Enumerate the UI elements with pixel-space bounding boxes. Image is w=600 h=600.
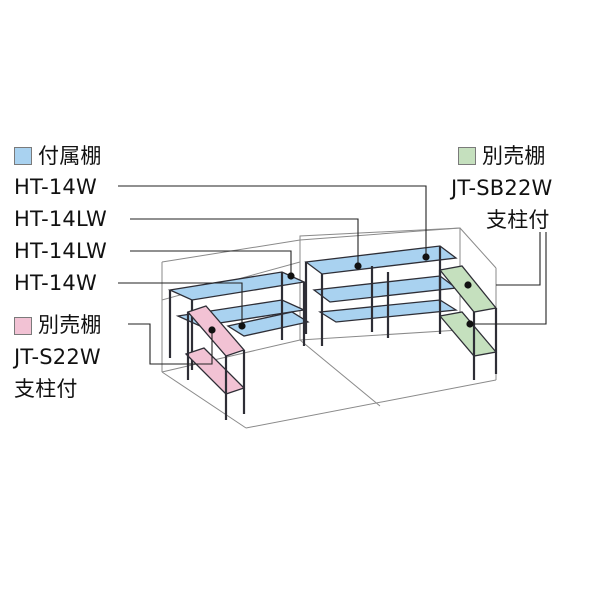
optional-right-color-swatch [458, 147, 476, 165]
leader-ht14lw-1 [130, 218, 359, 265]
shelf-board [226, 311, 310, 337]
leader-lines [118, 185, 547, 365]
optional-left-color-swatch [14, 317, 32, 335]
included-item-2: HT-14LW [14, 207, 107, 231]
left-wall-bottom [161, 371, 247, 429]
included-color-swatch [14, 147, 32, 165]
shelf-board [438, 311, 498, 357]
included-legend-title: 付属棚 [38, 144, 102, 168]
leader-right-optional [496, 232, 541, 286]
optional-right-model: JT-SB22W [451, 176, 553, 200]
leader-dots [208, 253, 474, 334]
optional-left-model: JT-S22W [14, 345, 101, 369]
floor-back-right [299, 329, 461, 341]
leader-ht14w-top [118, 185, 427, 255]
optional-shelf-unit-left [184, 305, 246, 420]
optional-right-title: 別売棚 [482, 144, 546, 168]
included-item-4: HT-14W [14, 271, 97, 295]
right-wall-top [459, 227, 497, 269]
shelf-board [312, 275, 458, 303]
leader-ht14w-bottom [118, 282, 243, 324]
included-item-1: HT-14W [14, 175, 97, 199]
included-item-3: HT-14LW [14, 239, 107, 263]
back-wall-top-right [299, 227, 461, 241]
front-bottom [245, 379, 497, 429]
floor-diagonal [299, 339, 381, 407]
floor-back [161, 339, 301, 373]
optional-left-note: 支柱付 [14, 377, 78, 401]
leader-ht14lw-2 [130, 250, 292, 275]
included-shelf-unit-right [304, 245, 458, 346]
optional-left-title: 別売棚 [38, 313, 102, 337]
leader-left-optional [128, 323, 213, 365]
shelf-board [304, 245, 458, 275]
optional-right-note: 支柱付 [486, 208, 550, 232]
shelf-board [167, 271, 307, 301]
optional-shelf-unit-right [438, 265, 498, 380]
leader-right-optional-2 [470, 232, 547, 325]
